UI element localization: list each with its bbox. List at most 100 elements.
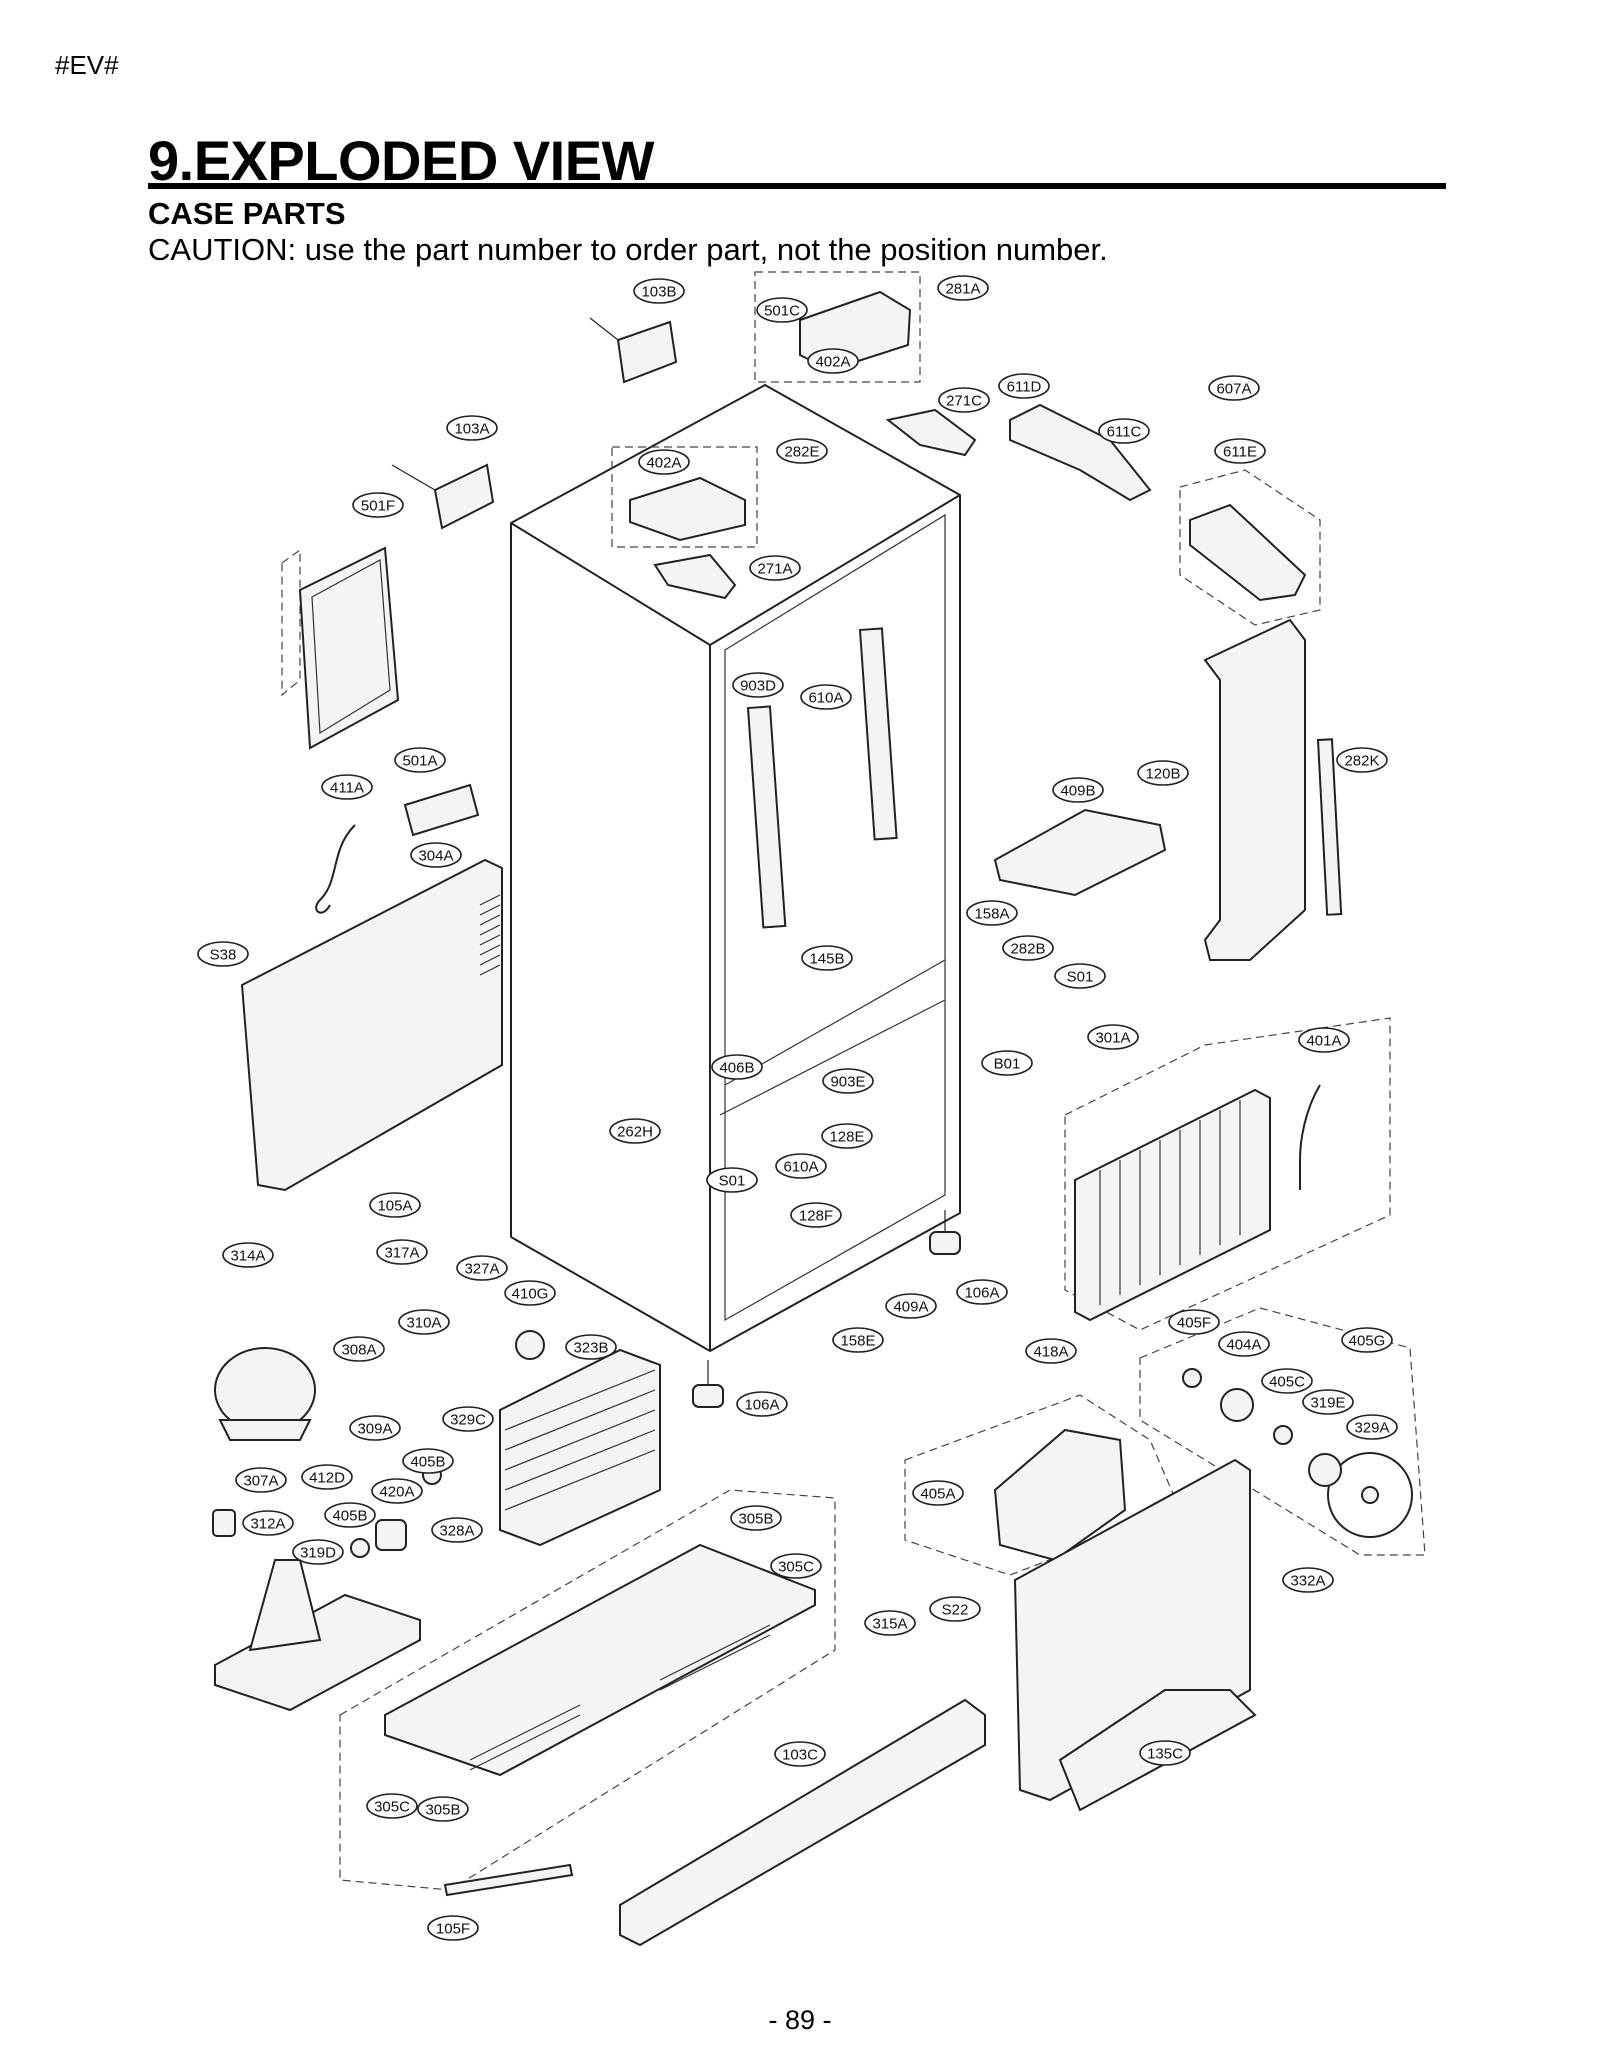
callout-label: 332A (1290, 1573, 1325, 1590)
callout-bubble (371, 1478, 423, 1504)
callout-405a: 405A (912, 1480, 964, 1506)
callout-402a: 402A (638, 449, 690, 475)
callout-label: 610A (783, 1159, 818, 1176)
callout-bubble (456, 1255, 508, 1281)
door-gasket-501f (298, 546, 400, 750)
callout-105a: 105A (369, 1192, 421, 1218)
callout-418a: 418A (1025, 1338, 1077, 1364)
drain-pan-319d (214, 1559, 421, 1712)
callout-405c: 405C (1261, 1368, 1313, 1394)
callout-bubble (369, 1192, 421, 1218)
callout-label: 405C (1269, 1374, 1305, 1391)
callout-319e: 319E (1302, 1389, 1354, 1415)
callout-label: 128F (799, 1208, 833, 1225)
group-405a-box (904, 1394, 1181, 1576)
callout-262h: 262H (609, 1118, 661, 1144)
grommet-405b-lower (350, 1538, 370, 1558)
callout-bubble (801, 945, 853, 971)
page-title: 9.EXPLODED VIEW (148, 129, 654, 192)
callout-label: 611D (1007, 379, 1042, 396)
callout-501a: 501A (394, 747, 446, 773)
group-501f-box (281, 548, 301, 697)
callout-903d: 903D (732, 672, 784, 698)
callout-bubble (235, 1467, 287, 1493)
callout-label: 271A (757, 561, 792, 578)
callout-bubble (1054, 963, 1106, 989)
callout-label: 106A (964, 1285, 999, 1302)
callout-bubble (427, 1915, 479, 1941)
callout-128f: 128F (790, 1202, 842, 1228)
callout-bubble (864, 1610, 916, 1636)
callout-bubble (966, 900, 1018, 926)
callout-label: 312A (250, 1516, 285, 1533)
callout-bubble (292, 1539, 344, 1565)
callout-103a: 103A (446, 415, 498, 441)
callout-label: 405B (410, 1454, 445, 1471)
callout-bubble (937, 275, 989, 301)
callout-903e: 903E (822, 1068, 874, 1094)
callout-410g: 410G (504, 1280, 556, 1306)
strip-282k (1316, 738, 1343, 916)
callout-label: 310A (406, 1315, 441, 1332)
callout-label: 611C (1107, 424, 1142, 441)
callout-bubble (417, 1796, 469, 1822)
callout-bubble (822, 1068, 874, 1094)
callout-bubble (770, 1553, 822, 1579)
callout-120b: 120B (1137, 760, 1189, 786)
damper-405f (1182, 1368, 1202, 1388)
callout-s01: S01 (1054, 963, 1106, 989)
callout-bubble (410, 842, 462, 868)
callout-label: 405B (332, 1508, 367, 1525)
callout-bubble (242, 1510, 294, 1536)
callout-label: 145B (809, 951, 844, 968)
callout-label: 319D (300, 1545, 336, 1562)
callout-label: 282B (1010, 941, 1045, 958)
callout-label: S38 (210, 947, 237, 964)
duct-assembly-611 (1009, 403, 1307, 602)
group-301a-box (1064, 1017, 1391, 1331)
callout-bubble (711, 1054, 763, 1080)
callout-bubble (1336, 747, 1388, 773)
callout-bubble (398, 1309, 450, 1335)
callout-bubble (1218, 1331, 1270, 1357)
base-plate-315a (384, 1543, 816, 1777)
callout-bubble (324, 1502, 376, 1528)
callout-bubble (301, 1464, 353, 1490)
leveling-leg-right (929, 1210, 961, 1255)
callout-label: 128E (829, 1129, 864, 1146)
callout-412d: 412D (301, 1464, 353, 1490)
callout-bubble (1002, 935, 1054, 961)
hinge-cover-103a (391, 463, 495, 530)
callout-402a: 402A (807, 348, 859, 374)
callout-bubble (446, 415, 498, 441)
callout-label: S22 (942, 1602, 969, 1619)
callout-bubble (1168, 1309, 1220, 1335)
callout-label: 305B (425, 1802, 460, 1819)
callout-319d: 319D (292, 1539, 344, 1565)
fan-motor-420a (375, 1519, 407, 1551)
callout-label: 409A (893, 1299, 928, 1316)
callout-610a: 610A (775, 1153, 827, 1179)
callout-label: 307A (243, 1473, 278, 1490)
callout-405g: 405G (1341, 1327, 1393, 1353)
page-number: - 89 - (768, 2005, 832, 2035)
callout-label: B01 (994, 1056, 1021, 1073)
callout-label: 106A (744, 1397, 779, 1414)
callout-411a: 411A (321, 774, 373, 800)
callout-label: S01 (1067, 969, 1094, 986)
callout-309a: 309A (349, 1415, 401, 1441)
callout-bubble (376, 1239, 428, 1265)
callout-label: 401A (1306, 1033, 1341, 1050)
callout-label: 405A (920, 1486, 955, 1503)
group-282e-box (611, 446, 758, 548)
callout-bubble (633, 278, 685, 304)
callout-bubble (321, 774, 373, 800)
callout-607a: 607A (1208, 375, 1260, 401)
callout-128e: 128E (821, 1123, 873, 1149)
callout-bubble (565, 1334, 617, 1360)
callout-label: 405G (1349, 1333, 1386, 1350)
callout-328a: 328A (431, 1517, 483, 1543)
callout-label: 410G (512, 1286, 549, 1303)
callout-310a: 310A (398, 1309, 450, 1335)
callout-label: 305B (738, 1511, 773, 1528)
